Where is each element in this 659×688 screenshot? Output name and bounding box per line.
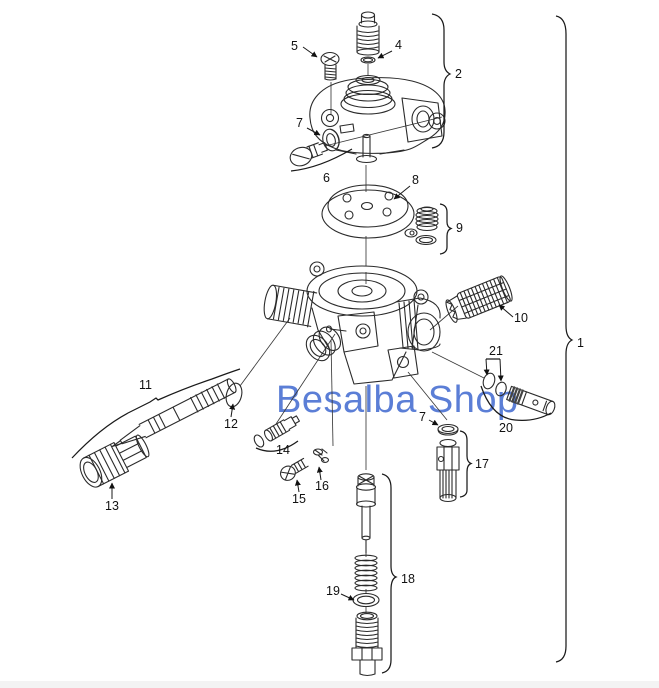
part-valve-20: [480, 385, 556, 421]
part-main-body: [263, 261, 441, 385]
bracket-17: [459, 430, 473, 498]
callout-19: 19: [326, 584, 340, 598]
bracket-9: [439, 203, 453, 255]
callout-14: 14: [276, 443, 290, 457]
bottom-edge-strip: [0, 681, 659, 688]
part-gland-9: [415, 206, 439, 246]
part-jet-14: [253, 415, 300, 452]
callout-20: 20: [499, 421, 513, 435]
part-plug-6: [289, 142, 353, 172]
part-screw-15: [280, 457, 309, 481]
callout-8: 8: [412, 173, 419, 187]
part-washer-7a: [322, 128, 340, 152]
callout-11: 11: [139, 378, 152, 392]
part-clip-16: [312, 448, 330, 463]
part-top-fitting: [356, 11, 380, 64]
part-oring-12: [225, 382, 243, 408]
callout-9: 9: [456, 221, 463, 235]
callout-12: 12: [224, 417, 238, 431]
callout-10: 10: [514, 311, 528, 325]
bracket-1: [555, 15, 574, 663]
part-orings-21: [482, 372, 507, 397]
part-nut-13: [79, 434, 150, 488]
part-oring-19: [352, 592, 380, 608]
part-diaphragm-cover-8: [321, 184, 418, 239]
leader-arrows: [109, 46, 514, 601]
part-knob-17: [436, 423, 460, 503]
part-screw-5: [320, 51, 340, 81]
part-needle-11: [71, 368, 241, 459]
callout-18: 18: [401, 572, 415, 586]
watermark-text: Besalba Shop: [276, 379, 519, 421]
part-needle-assembly-18: [351, 473, 383, 677]
callout-7a: 7: [296, 116, 303, 130]
callout-labels: 1 2 4 5 6 7 7 8 9 10 11 12 13 14 15 16 1…: [105, 38, 584, 598]
callout-17: 17: [475, 457, 489, 471]
bracket-2: [431, 13, 452, 149]
callout-1: 1: [577, 336, 584, 350]
part-filter-10: [445, 275, 513, 323]
callout-2: 2: [455, 67, 462, 81]
callout-4: 4: [395, 38, 402, 52]
part-pump-cover: [309, 74, 446, 155]
brackets: [381, 13, 574, 674]
callout-13: 13: [105, 499, 119, 513]
callout-16: 16: [315, 479, 329, 493]
callout-6: 6: [323, 171, 330, 185]
bracket-18: [381, 473, 398, 674]
part-pin: [355, 133, 378, 164]
callout-15: 15: [292, 492, 306, 506]
callout-7b: 7: [419, 410, 426, 424]
callout-5: 5: [291, 39, 298, 53]
callout-21: 21: [489, 344, 503, 358]
